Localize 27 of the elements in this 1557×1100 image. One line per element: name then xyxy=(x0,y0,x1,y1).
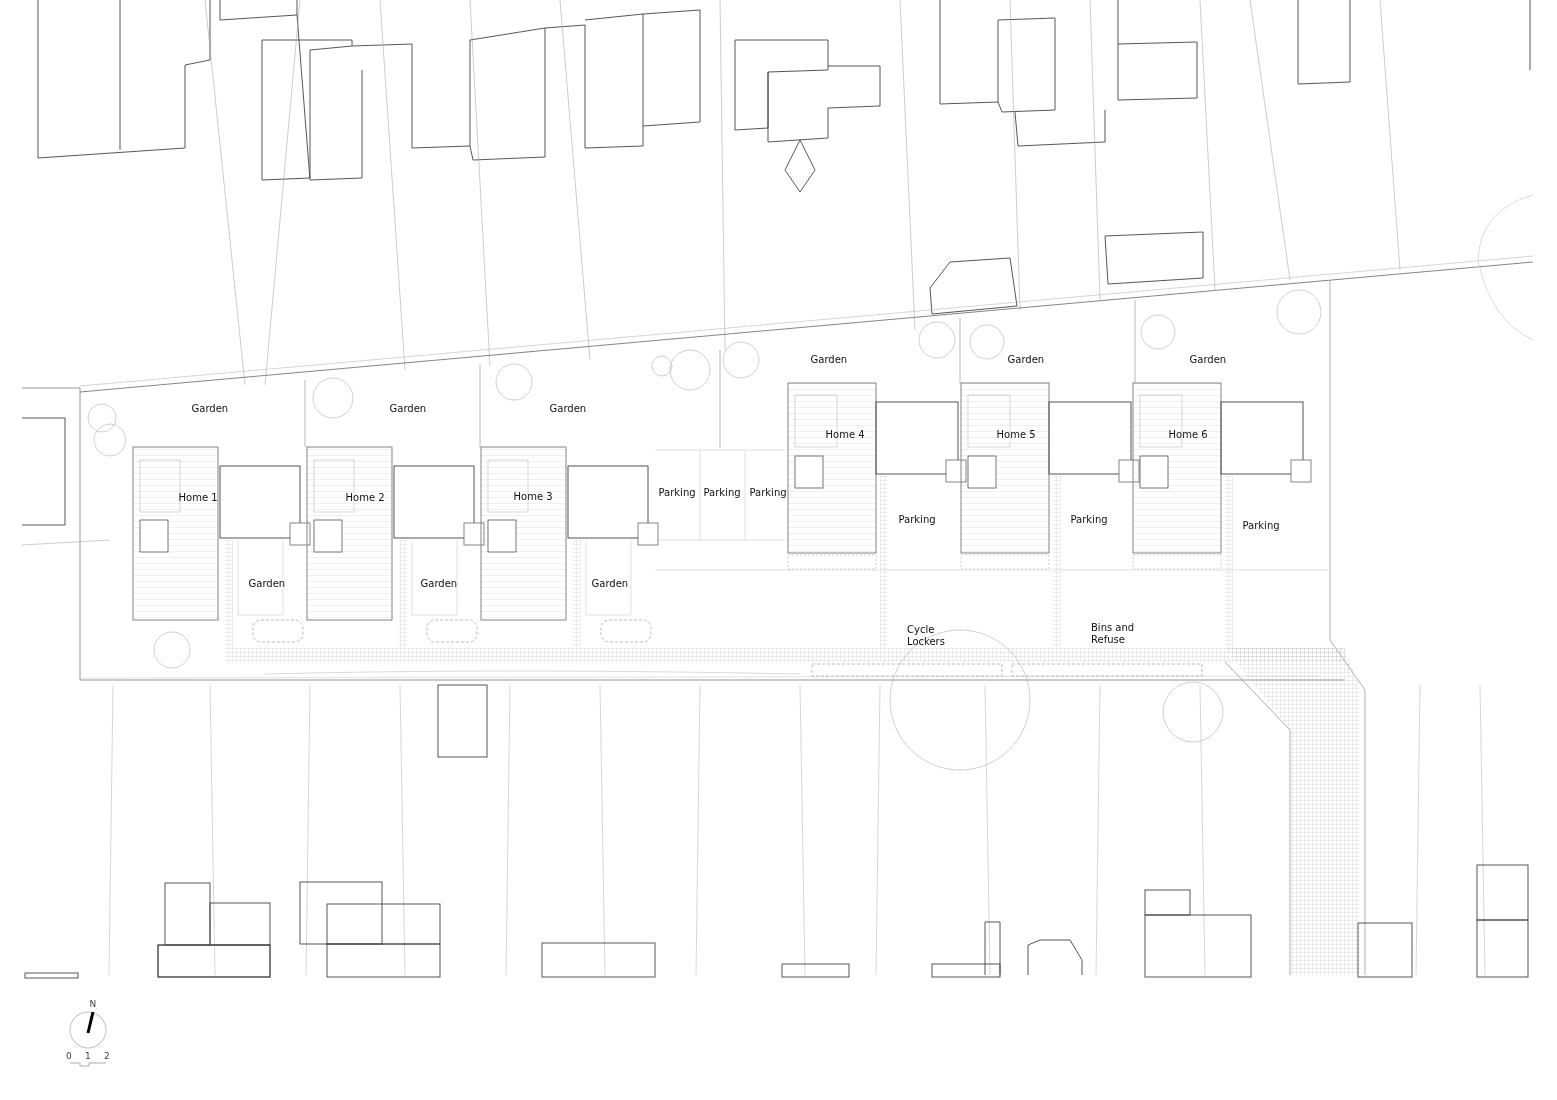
area-label: Parking xyxy=(1070,514,1108,526)
area-label: Garden xyxy=(549,403,587,415)
area-label: Bins and Refuse xyxy=(1091,622,1136,646)
area-label: Garden xyxy=(591,578,629,590)
area-label: Parking xyxy=(749,487,787,499)
area-label: Parking xyxy=(703,487,741,499)
area-label: Home 3 xyxy=(513,491,553,503)
area-label: Home 2 xyxy=(345,492,385,504)
scale-number: 1 xyxy=(85,1051,91,1061)
north-label: N xyxy=(89,999,97,1009)
area-label: Garden xyxy=(1189,354,1227,366)
scale-number: 0 xyxy=(66,1051,72,1061)
area-label: Parking xyxy=(658,487,696,499)
area-label: Home 4 xyxy=(825,429,865,441)
area-label: Home 5 xyxy=(996,429,1036,441)
area-label: Home 1 xyxy=(178,492,218,504)
area-label: Garden xyxy=(191,403,229,415)
area-label: Parking xyxy=(1242,520,1280,532)
room-label: Garden xyxy=(810,354,848,366)
scale-number: 2 xyxy=(104,1051,110,1061)
area-label: Home 6 xyxy=(1168,429,1208,441)
area-label: Garden xyxy=(389,403,427,415)
area-label: Garden xyxy=(248,578,286,590)
area-label: Cycle Lockers xyxy=(907,624,946,648)
area-label: Parking xyxy=(898,514,936,526)
area-label: Garden xyxy=(1007,354,1045,366)
area-label: Garden xyxy=(420,578,458,590)
